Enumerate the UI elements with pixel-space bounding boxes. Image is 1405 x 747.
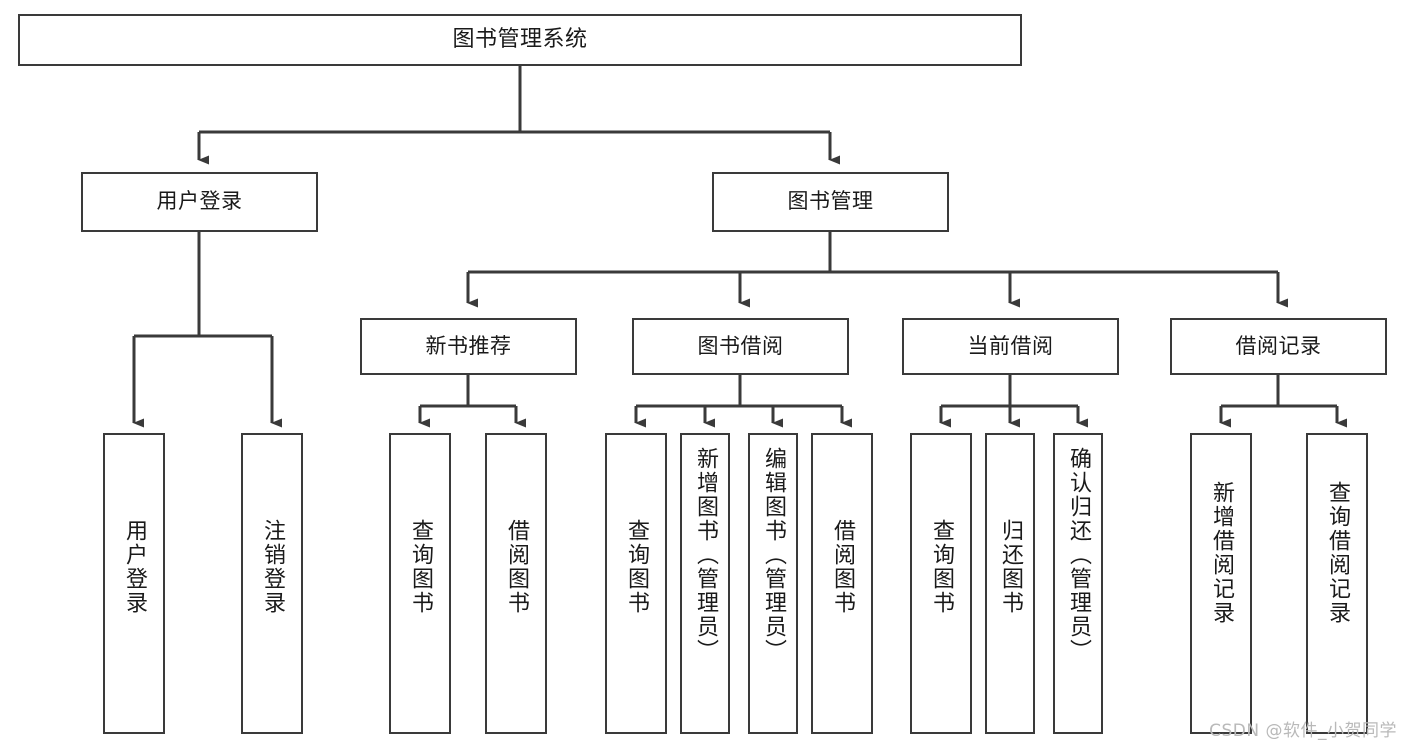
node-leaf-borrow-book-borrow[interactable]: 借阅图书 <box>811 433 873 734</box>
node-book-management[interactable]: 图书管理 <box>712 172 949 232</box>
node-label: 图书管理 <box>787 189 874 214</box>
node-leaf-query-borrow-record[interactable]: 查询借阅记录 <box>1306 433 1368 734</box>
node-leaf-borrow-book-recommend[interactable]: 借阅图书 <box>485 433 547 734</box>
node-leaf-add-borrow-record[interactable]: 新增借阅记录 <box>1190 433 1252 734</box>
node-label: 新书推荐 <box>425 333 512 358</box>
node-leaf-logout-login[interactable]: 注销登录 <box>241 433 303 734</box>
node-label: 借阅图书 <box>830 519 855 615</box>
node-leaf-user-login[interactable]: 用户登录 <box>103 433 165 734</box>
node-leaf-query-book-current[interactable]: 查询图书 <box>910 433 972 734</box>
node-label: 当前借阅 <box>967 333 1054 358</box>
node-user-login[interactable]: 用户登录 <box>81 172 318 232</box>
node-label: 编辑图书（管理员） <box>761 447 786 663</box>
node-leaf-edit-book-admin[interactable]: 编辑图书（管理员） <box>748 433 798 734</box>
node-label: 归还图书 <box>998 519 1023 615</box>
node-leaf-query-book-borrow[interactable]: 查询图书 <box>605 433 667 734</box>
node-label: 图书借阅 <box>697 333 784 358</box>
node-root-book-management-system[interactable]: 图书管理系统 <box>18 14 1022 66</box>
node-current-borrow[interactable]: 当前借阅 <box>902 318 1119 375</box>
node-label: 查询图书 <box>624 519 649 615</box>
node-borrow-record[interactable]: 借阅记录 <box>1170 318 1387 375</box>
node-label: 确认归还（管理员） <box>1066 447 1091 663</box>
node-label: 新增借阅记录 <box>1209 481 1234 625</box>
node-new-book-recommend[interactable]: 新书推荐 <box>360 318 577 375</box>
node-label: 注销登录 <box>260 519 285 615</box>
node-label: 借阅记录 <box>1235 333 1322 358</box>
node-leaf-query-book-recommend[interactable]: 查询图书 <box>389 433 451 734</box>
node-label: 借阅图书 <box>504 519 529 615</box>
node-leaf-confirm-return-admin[interactable]: 确认归还（管理员） <box>1053 433 1103 734</box>
node-leaf-add-book-admin[interactable]: 新增图书（管理员） <box>680 433 730 734</box>
node-label: 查询借阅记录 <box>1325 481 1350 625</box>
node-label: 查询图书 <box>408 519 433 615</box>
node-label: 查询图书 <box>929 519 954 615</box>
node-book-borrow[interactable]: 图书借阅 <box>632 318 849 375</box>
node-label: 新增图书（管理员） <box>693 447 718 663</box>
node-label: 图书管理系统 <box>452 26 588 52</box>
node-leaf-return-book[interactable]: 归还图书 <box>985 433 1035 734</box>
node-label: 用户登录 <box>122 519 147 615</box>
node-label: 用户登录 <box>156 189 243 214</box>
